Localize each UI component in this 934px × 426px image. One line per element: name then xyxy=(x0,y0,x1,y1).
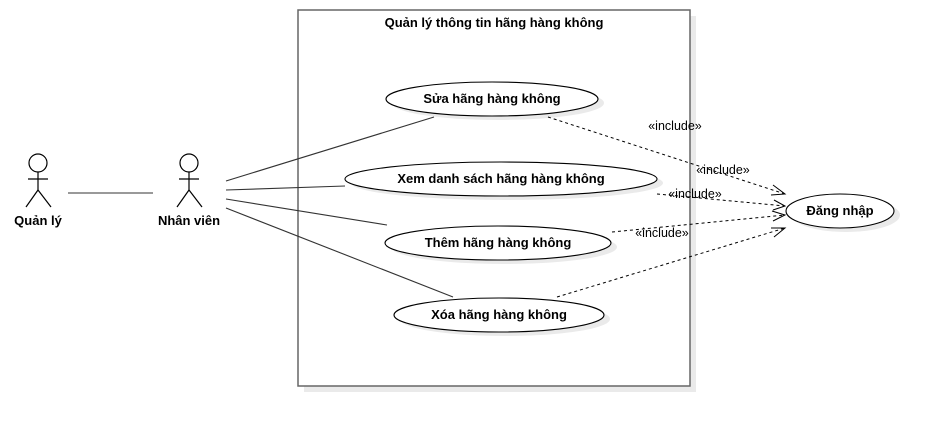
usecase-delete[interactable]: Xóa hãng hàng không xyxy=(393,297,610,336)
actor-manager-left-leg xyxy=(25,189,39,208)
system-title: Quản lý thông tin hãng hàng không xyxy=(385,15,604,30)
usecase-edit[interactable]: Sửa hãng hàng không xyxy=(385,81,604,120)
actor-manager[interactable]: Quản lý xyxy=(14,153,63,228)
include-add-login xyxy=(611,210,787,233)
actor-manager-head xyxy=(28,153,48,173)
usecase-add-label: Thêm hãng hàng không xyxy=(425,235,572,250)
usecase-list-label: Xem danh sách hãng hàng không xyxy=(397,171,604,186)
actor-staff-left-leg xyxy=(176,189,190,208)
assoc-staff-edit xyxy=(225,116,435,182)
usecase-login-label: Đăng nhập xyxy=(806,203,873,218)
include-label-edit-2: «include» xyxy=(696,163,750,177)
assoc-staff-delete xyxy=(225,207,454,298)
actor-staff-head xyxy=(179,153,199,173)
include-delete-login xyxy=(556,227,787,298)
actor-staff-label: Nhân viên xyxy=(158,213,220,228)
include-label-add: «include» xyxy=(635,226,689,240)
usecase-login[interactable]: Đăng nhập xyxy=(785,193,900,232)
include-edit-login xyxy=(547,116,787,196)
include-list-login xyxy=(656,193,787,211)
actor-manager-right-leg xyxy=(37,189,52,208)
usecase-list[interactable]: Xem danh sách hãng hàng không xyxy=(344,161,663,200)
usecase-edit-label: Sửa hãng hàng không xyxy=(423,91,560,106)
usecase-add[interactable]: Thêm hãng hàng không xyxy=(384,225,617,264)
include-label-list: «include» xyxy=(668,187,722,201)
assoc-staff-list xyxy=(225,185,346,191)
assoc-staff-add xyxy=(225,198,388,226)
actor-manager-label: Quản lý xyxy=(14,213,62,228)
include-label-edit: «include» xyxy=(648,119,702,133)
actor-staff[interactable]: Nhân viên xyxy=(158,153,220,228)
usecase-delete-label: Xóa hãng hàng không xyxy=(431,307,567,322)
actor-staff-right-leg xyxy=(188,189,203,208)
